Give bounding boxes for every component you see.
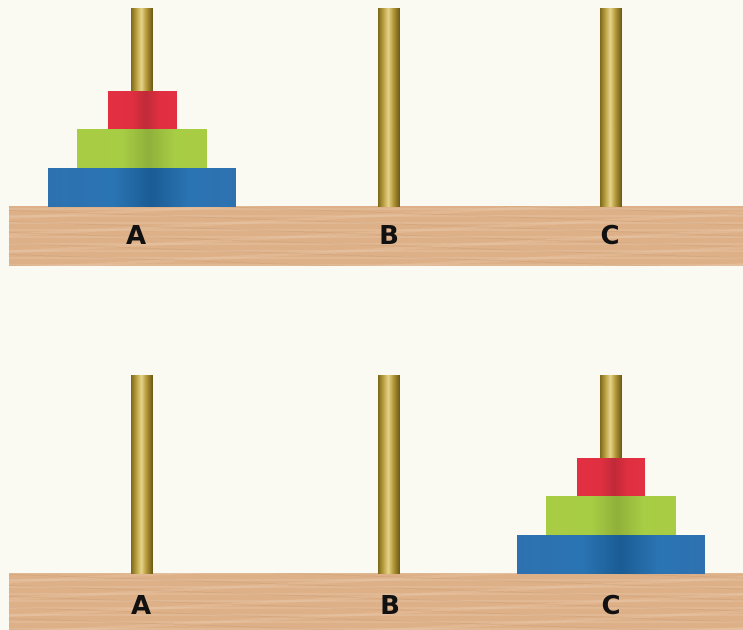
disk-small[interactable]: [108, 91, 177, 129]
wooden-base-board: [9, 206, 743, 266]
disk-medium[interactable]: [546, 496, 676, 535]
peg-label-c: C: [600, 221, 620, 251]
tower-of-hanoi-start: A B C: [0, 0, 743, 270]
disk-large[interactable]: [48, 168, 236, 207]
peg-label-a: A: [130, 591, 152, 621]
peg-label-c: C: [601, 591, 621, 621]
peg-b: [378, 8, 400, 207]
disk-small[interactable]: [577, 458, 645, 496]
disk-medium[interactable]: [77, 129, 207, 168]
peg-c: [600, 8, 622, 207]
disk-large[interactable]: [517, 535, 705, 574]
peg-b: [378, 375, 400, 574]
peg-label-a: A: [125, 221, 147, 251]
peg-label-b: B: [379, 221, 399, 251]
tower-of-hanoi-end: A B C: [0, 365, 743, 630]
wooden-base-board: [9, 573, 743, 630]
peg-label-b: B: [380, 591, 400, 621]
peg-a: [131, 375, 153, 574]
